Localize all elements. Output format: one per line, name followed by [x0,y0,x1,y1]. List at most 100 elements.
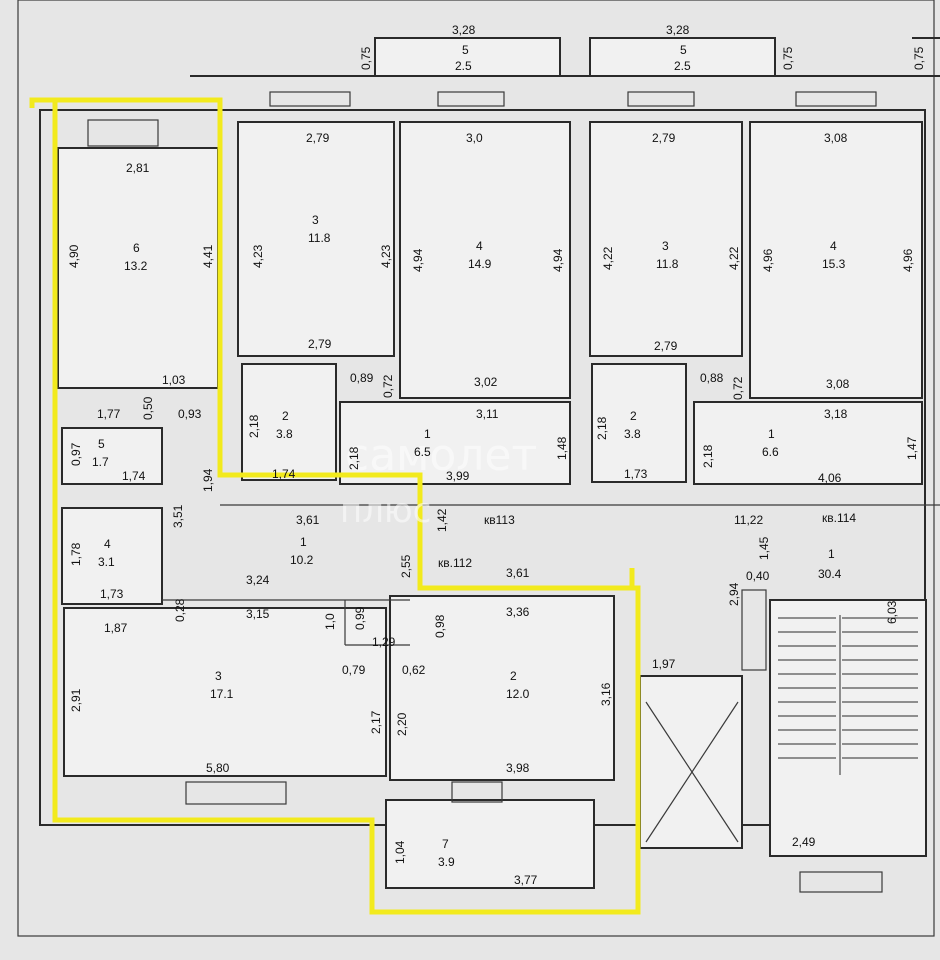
dim: 4,96 [901,248,915,272]
dim: 0,97 [69,442,83,466]
dim: 0,40 [746,569,770,583]
apartment-label: кв113 [484,513,515,527]
dim: 4,23 [251,244,265,268]
dim: 1,45 [757,536,771,560]
room-area: 6.5 [414,445,431,459]
window [451,781,503,803]
dim: 4,41 [201,244,215,268]
dim: 1,47 [905,436,919,460]
dim: 4,22 [601,246,615,270]
dim: 4,96 [761,248,775,272]
dim: 3,11 [476,407,499,421]
window [185,781,287,805]
room-number: 2 [630,409,637,423]
room-area: 2.5 [674,59,691,73]
dim: 0,99 [353,606,367,630]
dim: 2,91 [69,688,83,712]
dim: 4,94 [411,248,425,272]
dim: 3,61 [296,513,320,527]
room-area: 13.2 [124,259,148,273]
dim: 1,94 [201,468,215,492]
dim: 3,0 [466,131,483,145]
room-area: 11.8 [308,231,331,245]
room-area: 1.7 [92,455,109,469]
dim: 11,22 [734,513,763,527]
dim: 2,94 [727,582,741,606]
room-number: 4 [476,239,483,253]
dim: 3,28 [666,23,690,37]
room-5-bath [61,427,163,485]
room-area: 6.6 [762,445,779,459]
dim: 0,89 [350,371,374,385]
room-number: 5 [98,437,105,451]
dim: 1,73 [624,467,648,481]
dim: 3,99 [446,469,470,483]
room-4-right [749,121,923,399]
room-6 [57,147,219,389]
dim: 2,55 [399,554,413,578]
watermark-line1: самолет [345,430,537,481]
dim: 1,78 [69,542,83,566]
dim: 3,16 [599,682,613,706]
dim: 3,28 [452,23,476,37]
dim: 0,75 [912,46,926,70]
room-area: 30.4 [818,567,842,581]
room-area: 3.8 [624,427,641,441]
window [269,91,351,107]
dim: 2,18 [347,446,361,470]
dim: 0,62 [402,663,426,677]
dim: 6,03 [885,600,899,624]
dim: 0,28 [173,598,187,622]
room-number: 1 [424,427,431,441]
balcony-left [374,37,561,77]
room-number: 2 [510,669,517,683]
room-area: 3.1 [98,555,115,569]
dim: 4,22 [727,246,741,270]
dim: 2,18 [247,414,261,438]
dim: 1,0 [323,613,337,630]
dim: 0,98 [433,614,447,638]
window [795,91,877,107]
room-7-loggia [385,799,595,889]
dim: 2,79 [308,337,332,351]
apartment-label: кв.112 [438,556,472,570]
dim: 2,18 [595,416,609,440]
room-4-mid [399,121,571,399]
dim: 1,04 [393,840,407,864]
dim: 1,74 [272,467,296,481]
dim: 3,18 [824,407,848,421]
room-number: 1 [300,535,307,549]
room-number: 5 [462,43,469,57]
dim: 4,23 [379,244,393,268]
window [627,91,695,107]
room-area: 14.9 [468,257,492,271]
room-area: 2.5 [455,59,472,73]
dim: 2,17 [369,710,383,734]
dim: 1,97 [652,657,676,671]
room-4-wc [61,507,163,605]
dim: 3,51 [171,504,185,528]
dim: 3,08 [824,131,848,145]
apartment-label: кв.114 [822,511,856,525]
room-number: 4 [104,537,111,551]
dim: 2,79 [652,131,676,145]
dim: 5,80 [206,761,230,775]
dim: 0,75 [781,46,795,70]
room-area: 3.8 [276,427,293,441]
dim: 1,48 [555,436,569,460]
dim: 2,49 [792,835,816,849]
dim: 4,06 [818,471,842,485]
dim: 2,79 [306,131,330,145]
dim: 3,98 [506,761,530,775]
dim: 3,24 [246,573,270,587]
room-area: 11.8 [656,257,679,271]
window [437,91,505,107]
dim: 3,61 [506,566,530,580]
room-number: 4 [830,239,837,253]
dim: 1,42 [435,508,449,532]
dim: 3,02 [474,375,498,389]
elevator-shaft [639,675,743,849]
dim: 0,50 [141,396,155,420]
room-area: 15.3 [822,257,846,271]
